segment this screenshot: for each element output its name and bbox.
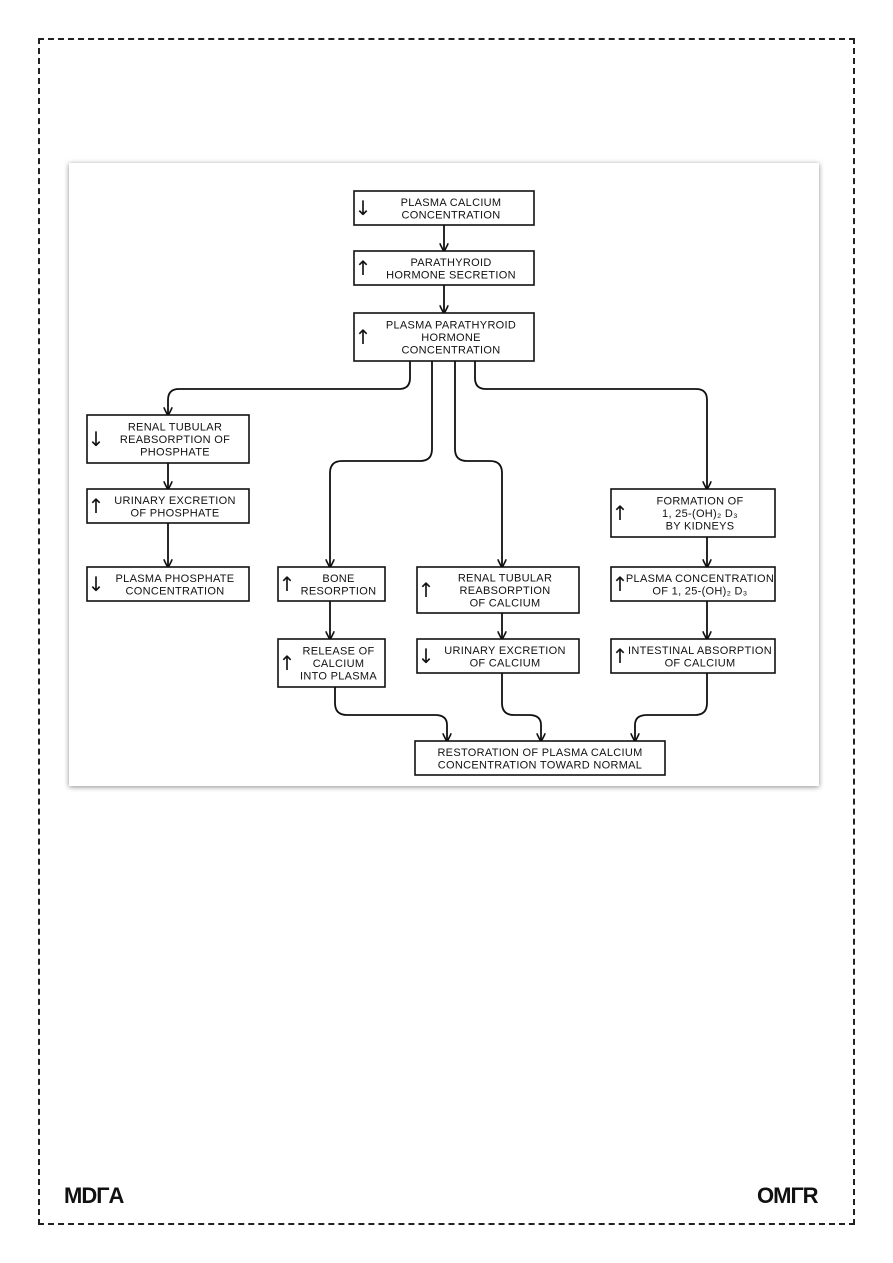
node-label-line: URINARY EXCRETION xyxy=(114,495,235,507)
decrease-arrow-icon: ↓ xyxy=(418,644,435,668)
node-label-line: OF PHOSPHATE xyxy=(131,507,220,519)
node-label-line: FORMATION OF xyxy=(656,496,743,508)
arrow-plasma-pth-to-renal-calcium xyxy=(454,361,502,567)
node-box xyxy=(86,566,250,602)
node-label-line: CONCENTRATION TOWARD NORMAL xyxy=(438,759,642,771)
increase-arrow-icon: ↑ xyxy=(355,325,372,349)
arrow-plasma-pth-to-renal-phosphate xyxy=(168,361,411,415)
increase-arrow-icon: ↑ xyxy=(612,644,629,668)
page-border xyxy=(38,38,855,1225)
node-box xyxy=(610,488,776,538)
arrow-plasma-pth-to-bone-resorption xyxy=(330,361,433,567)
node-label-line: PLASMA CALCIUM xyxy=(401,197,502,209)
node-label-line: OF CALCIUM xyxy=(470,598,541,610)
node-box xyxy=(353,312,535,362)
node-box xyxy=(86,414,250,464)
increase-arrow-icon: ↑ xyxy=(612,501,629,525)
node-label-line: URINARY EXCRETION xyxy=(444,645,565,657)
footer-logo-left: MDΓA xyxy=(64,1183,124,1208)
node-box xyxy=(610,566,776,602)
arrow-urinary-calcium-to-restoration xyxy=(501,673,541,741)
decrease-arrow-icon: ↓ xyxy=(355,196,372,220)
arrow-release-calcium-to-restoration xyxy=(334,687,447,741)
node-box xyxy=(353,250,535,286)
footer-logo-right: OMΓR xyxy=(757,1183,819,1208)
node-label-line: CALCIUM xyxy=(313,658,365,670)
increase-arrow-icon: ↑ xyxy=(612,572,629,596)
node-label-line: OF CALCIUM xyxy=(665,657,736,669)
increase-arrow-icon: ↑ xyxy=(279,572,296,596)
node-label-line: PLASMA PHOSPHATE xyxy=(116,573,235,585)
node-label-line: PARATHYROID xyxy=(410,257,491,269)
node-label-line: PHOSPHATE xyxy=(140,447,210,459)
node-box xyxy=(277,638,386,688)
increase-arrow-icon: ↑ xyxy=(418,578,435,602)
node-label-line: REABSORPTION xyxy=(459,585,550,597)
node-box xyxy=(277,566,386,602)
node-label-line: RESTORATION OF PLASMA CALCIUM xyxy=(437,747,642,759)
node-box xyxy=(416,566,580,614)
connector-layer xyxy=(168,225,707,741)
node-label-line: INTESTINAL ABSORPTION xyxy=(628,645,772,657)
node-label-line: HORMONE xyxy=(421,332,481,344)
node-label-line: PLASMA PARATHYROID xyxy=(386,320,516,332)
node-label-line: REABSORPTION OF xyxy=(120,434,230,446)
arrow-intestinal-to-restoration xyxy=(635,673,708,741)
node-box xyxy=(86,488,250,524)
node-label-line: INTO PLASMA xyxy=(300,671,377,683)
node-box xyxy=(414,740,666,776)
node-label-line: RESORPTION xyxy=(301,585,377,597)
node-label-line: CONCENTRATION xyxy=(401,209,500,221)
increase-arrow-icon: ↑ xyxy=(355,256,372,280)
node-box xyxy=(610,638,776,674)
node-label-line: PLASMA CONCENTRATION xyxy=(626,573,774,585)
increase-arrow-icon: ↑ xyxy=(88,494,105,518)
node-label-line: CONCENTRATION xyxy=(125,585,224,597)
arrow-plasma-pth-to-formation-d3 xyxy=(474,361,707,489)
node-label-line: HORMONE SECRETION xyxy=(386,269,516,281)
decrease-arrow-icon: ↓ xyxy=(88,572,105,596)
increase-arrow-icon: ↑ xyxy=(279,651,296,675)
node-box xyxy=(353,190,535,226)
node-label-line: RENAL TUBULAR xyxy=(458,573,552,585)
node-label-line: RELEASE OF xyxy=(302,646,374,658)
calcium-regulation-flowchart: ↓PLASMA CALCIUMCONCENTRATION↑PARATHYROID… xyxy=(86,190,776,776)
node-label-line: OF 1, 25-(OH)₂ D₃ xyxy=(652,585,747,597)
node-label-line: BY KIDNEYS xyxy=(666,521,735,533)
node-label-line: 1, 25-(OH)₂ D₃ xyxy=(662,508,738,520)
node-label-line: RENAL TUBULAR xyxy=(128,422,222,434)
node-layer: ↓PLASMA CALCIUMCONCENTRATION↑PARATHYROID… xyxy=(86,190,776,776)
node-label-line: BONE xyxy=(322,573,354,585)
node-label-line: OF CALCIUM xyxy=(470,657,541,669)
node-restoration: RESTORATION OF PLASMA CALCIUMCONCENTRATI… xyxy=(414,740,666,776)
decrease-arrow-icon: ↓ xyxy=(88,427,105,451)
node-label-line: CONCENTRATION xyxy=(401,345,500,357)
node-box xyxy=(416,638,580,674)
